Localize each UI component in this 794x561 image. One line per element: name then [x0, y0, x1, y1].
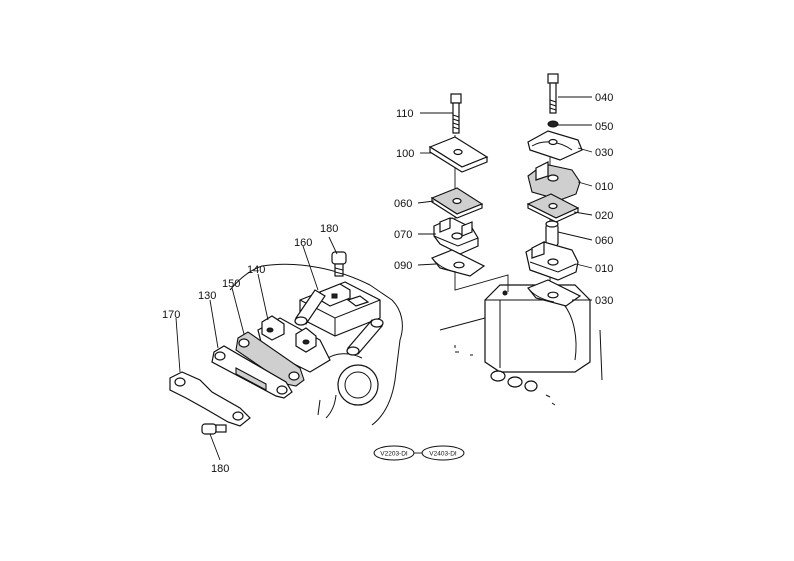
- leader-lines: [175, 96, 593, 461]
- label-060: 060: [595, 235, 613, 247]
- label-160: 160: [294, 237, 312, 249]
- bracket-010-bottom: [525, 241, 579, 281]
- label-170: 170: [162, 309, 180, 321]
- cushion-020: [526, 193, 580, 223]
- label-110: 110: [396, 108, 414, 120]
- label-010-bottom: 010: [595, 263, 613, 275]
- label-140: 140: [247, 264, 265, 276]
- label-090: 090: [394, 260, 412, 272]
- bolt-180-top: [331, 251, 347, 277]
- badge-right: V2403-DI: [429, 451, 457, 458]
- label-020: 020: [595, 210, 613, 222]
- badge-left: V2203-DI: [380, 451, 408, 458]
- pin-160a: [294, 289, 326, 326]
- lead-line-stud: [454, 265, 509, 292]
- pin-160b: [346, 318, 384, 356]
- plate-170: [169, 371, 251, 427]
- bracket-010-top: [527, 161, 581, 201]
- plate-100: [428, 136, 489, 173]
- label-180-bottom: 180: [211, 463, 229, 475]
- cushion-080: [430, 187, 484, 219]
- bolt-180-bottom: [201, 423, 227, 435]
- label-040: 040: [595, 92, 613, 104]
- washer-050: [547, 120, 559, 128]
- cap-030-top: [527, 130, 583, 161]
- pin-060-right: [545, 220, 559, 247]
- label-010-top: 010: [595, 181, 613, 193]
- bracket-070: [433, 217, 479, 255]
- label-030-top: 030: [595, 147, 613, 159]
- cap-090: [431, 249, 486, 277]
- label-050: 050: [595, 121, 613, 133]
- model-badges: V2203-DI V2403-DI: [373, 445, 465, 461]
- bolt-040: [547, 73, 559, 114]
- engine-front-left: [229, 263, 403, 426]
- label-100: 100: [396, 148, 414, 160]
- engine-block-right: [439, 284, 603, 406]
- link-130: [211, 345, 293, 399]
- bolt-110: [450, 93, 462, 134]
- link-150: [235, 331, 305, 387]
- label-080: 060: [394, 198, 412, 210]
- label-030-bottom: 030: [595, 295, 613, 307]
- label-180-top: 180: [320, 223, 338, 235]
- cap-030-bottom: [527, 279, 582, 307]
- part-labels: 110 100 060 070 090 040 050 030 010 020 …: [162, 92, 613, 475]
- block-140: [257, 315, 331, 373]
- label-130: 130: [198, 290, 216, 302]
- label-150: 150: [222, 278, 240, 290]
- label-070: 070: [394, 229, 412, 241]
